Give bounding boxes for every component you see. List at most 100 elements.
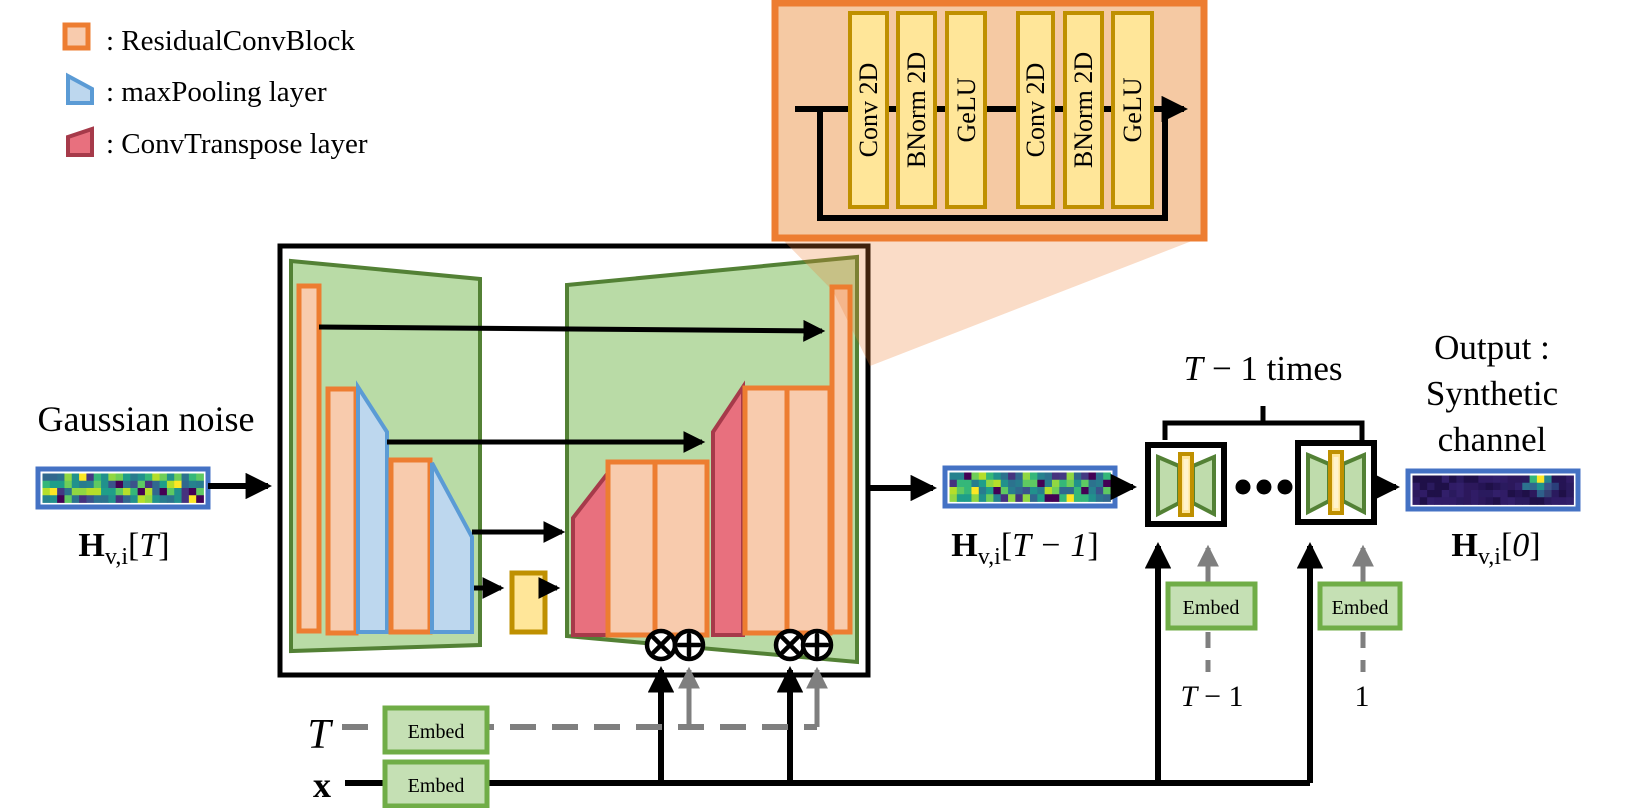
strip-cell — [1522, 490, 1530, 498]
strip-cell — [1514, 475, 1523, 484]
ellipsis-dot — [1256, 479, 1272, 495]
strip-cell — [1081, 472, 1089, 481]
strip-cell — [1095, 487, 1104, 495]
strip-cell — [1081, 487, 1089, 495]
strip-cell — [1441, 482, 1450, 491]
zoom-beam — [782, 239, 1197, 366]
strip-cell — [956, 472, 965, 481]
strip-cell — [1095, 479, 1104, 488]
decoder-resblock-1b — [652, 459, 710, 638]
strip-cell — [1522, 475, 1530, 484]
strip-cell — [79, 480, 87, 489]
strip-cell — [79, 495, 87, 503]
strip-cell — [101, 473, 109, 482]
strip-cell — [1536, 482, 1545, 491]
strip-cell — [1558, 497, 1567, 505]
strip-cell — [964, 487, 972, 495]
strip-cell — [79, 473, 87, 482]
tensor-base: H — [951, 527, 977, 564]
strip-cell — [1456, 475, 1465, 484]
strip-cell — [1000, 487, 1009, 495]
strip-cell — [949, 479, 958, 488]
t-input-label: T — [307, 712, 333, 758]
strip-cell — [115, 495, 124, 503]
strip-cell — [64, 480, 73, 489]
tensor-index: T − 1 — [1012, 527, 1087, 564]
tensor-subscript: v,i — [1478, 544, 1501, 570]
strip-cell — [181, 495, 190, 503]
embed-label: Embed — [1332, 597, 1389, 619]
strip-cell — [1500, 490, 1509, 498]
decoder-resblock-1a — [605, 459, 658, 638]
strip-cell — [137, 488, 146, 496]
strip-cell — [1500, 475, 1509, 484]
embed-box-step-1 — [1317, 581, 1403, 631]
multiply-icon — [773, 628, 807, 662]
output-title-line1: Output : — [1434, 328, 1550, 367]
strip-cell — [144, 473, 153, 482]
tensor-bracket: ] — [1087, 527, 1098, 564]
strip-cell — [1088, 479, 1097, 488]
step-var: T — [1180, 680, 1199, 713]
strip-cell — [123, 488, 131, 496]
strip-cell — [964, 472, 972, 481]
strip-cell — [1051, 479, 1060, 488]
strip-cell — [1522, 497, 1530, 505]
strip-cell — [1471, 497, 1479, 505]
strip-cell — [174, 473, 182, 482]
strip-cell — [57, 473, 65, 482]
strip-cell — [137, 473, 146, 482]
strip-cell — [152, 473, 160, 482]
strip-cell — [1044, 487, 1053, 495]
conditioning: Embed Embed T x — [307, 542, 1324, 808]
strip-cell — [949, 494, 958, 502]
strip-cell — [1478, 482, 1487, 491]
strip-cell — [1000, 479, 1009, 488]
strip-cell — [1536, 490, 1545, 498]
strip-cell — [1529, 482, 1538, 491]
bnorm2d-block — [896, 11, 937, 209]
strip-cell — [166, 473, 175, 482]
legend-label-convtranspose: : ConvTranspose layer — [106, 128, 368, 160]
strip-cell — [49, 473, 58, 482]
strip-cell — [188, 473, 197, 482]
strip-cell — [64, 495, 73, 503]
repeat-bracket — [1162, 420, 1365, 440]
strip-cell — [1478, 490, 1487, 498]
strip-cell — [57, 488, 65, 496]
embed-box-T — [382, 705, 490, 755]
strip-cell — [1493, 497, 1501, 505]
strip-cell — [49, 480, 58, 489]
repeat-var: T — [1183, 349, 1205, 388]
strip-cell — [956, 494, 965, 502]
bnorm2d-label: BNorm 2D — [1069, 52, 1098, 168]
strip-cell — [1449, 475, 1457, 484]
strip-cell — [1030, 494, 1038, 502]
strip-cell — [42, 488, 51, 496]
decoder-resblock-2b — [784, 385, 833, 636]
residual-conv-block-icon — [62, 22, 91, 51]
strip-cell — [42, 495, 51, 503]
strip-cell — [130, 473, 139, 482]
strip-cell — [978, 494, 987, 502]
gelu-block — [945, 11, 987, 209]
strip-cell — [159, 495, 168, 503]
strip-cell — [1485, 475, 1494, 484]
x-input-label: x — [313, 765, 331, 805]
strip-cell — [1015, 487, 1024, 495]
bottleneck-block — [509, 570, 548, 635]
embed-label: Embed — [408, 721, 465, 743]
strip-cell — [971, 494, 980, 502]
strip-cell — [108, 488, 117, 496]
strip-cell — [1449, 497, 1457, 505]
strip-cell — [1463, 490, 1472, 498]
strip-cell — [130, 488, 139, 496]
strip-cell — [964, 494, 972, 502]
embed-label: Embed — [408, 775, 465, 797]
strip-cell — [1037, 472, 1046, 481]
strip-cell — [108, 480, 117, 489]
strip-cell — [1529, 497, 1538, 505]
strip-cell — [1008, 494, 1016, 502]
strip-cell — [1551, 490, 1560, 498]
tensor-bracket: [ — [1501, 527, 1512, 564]
